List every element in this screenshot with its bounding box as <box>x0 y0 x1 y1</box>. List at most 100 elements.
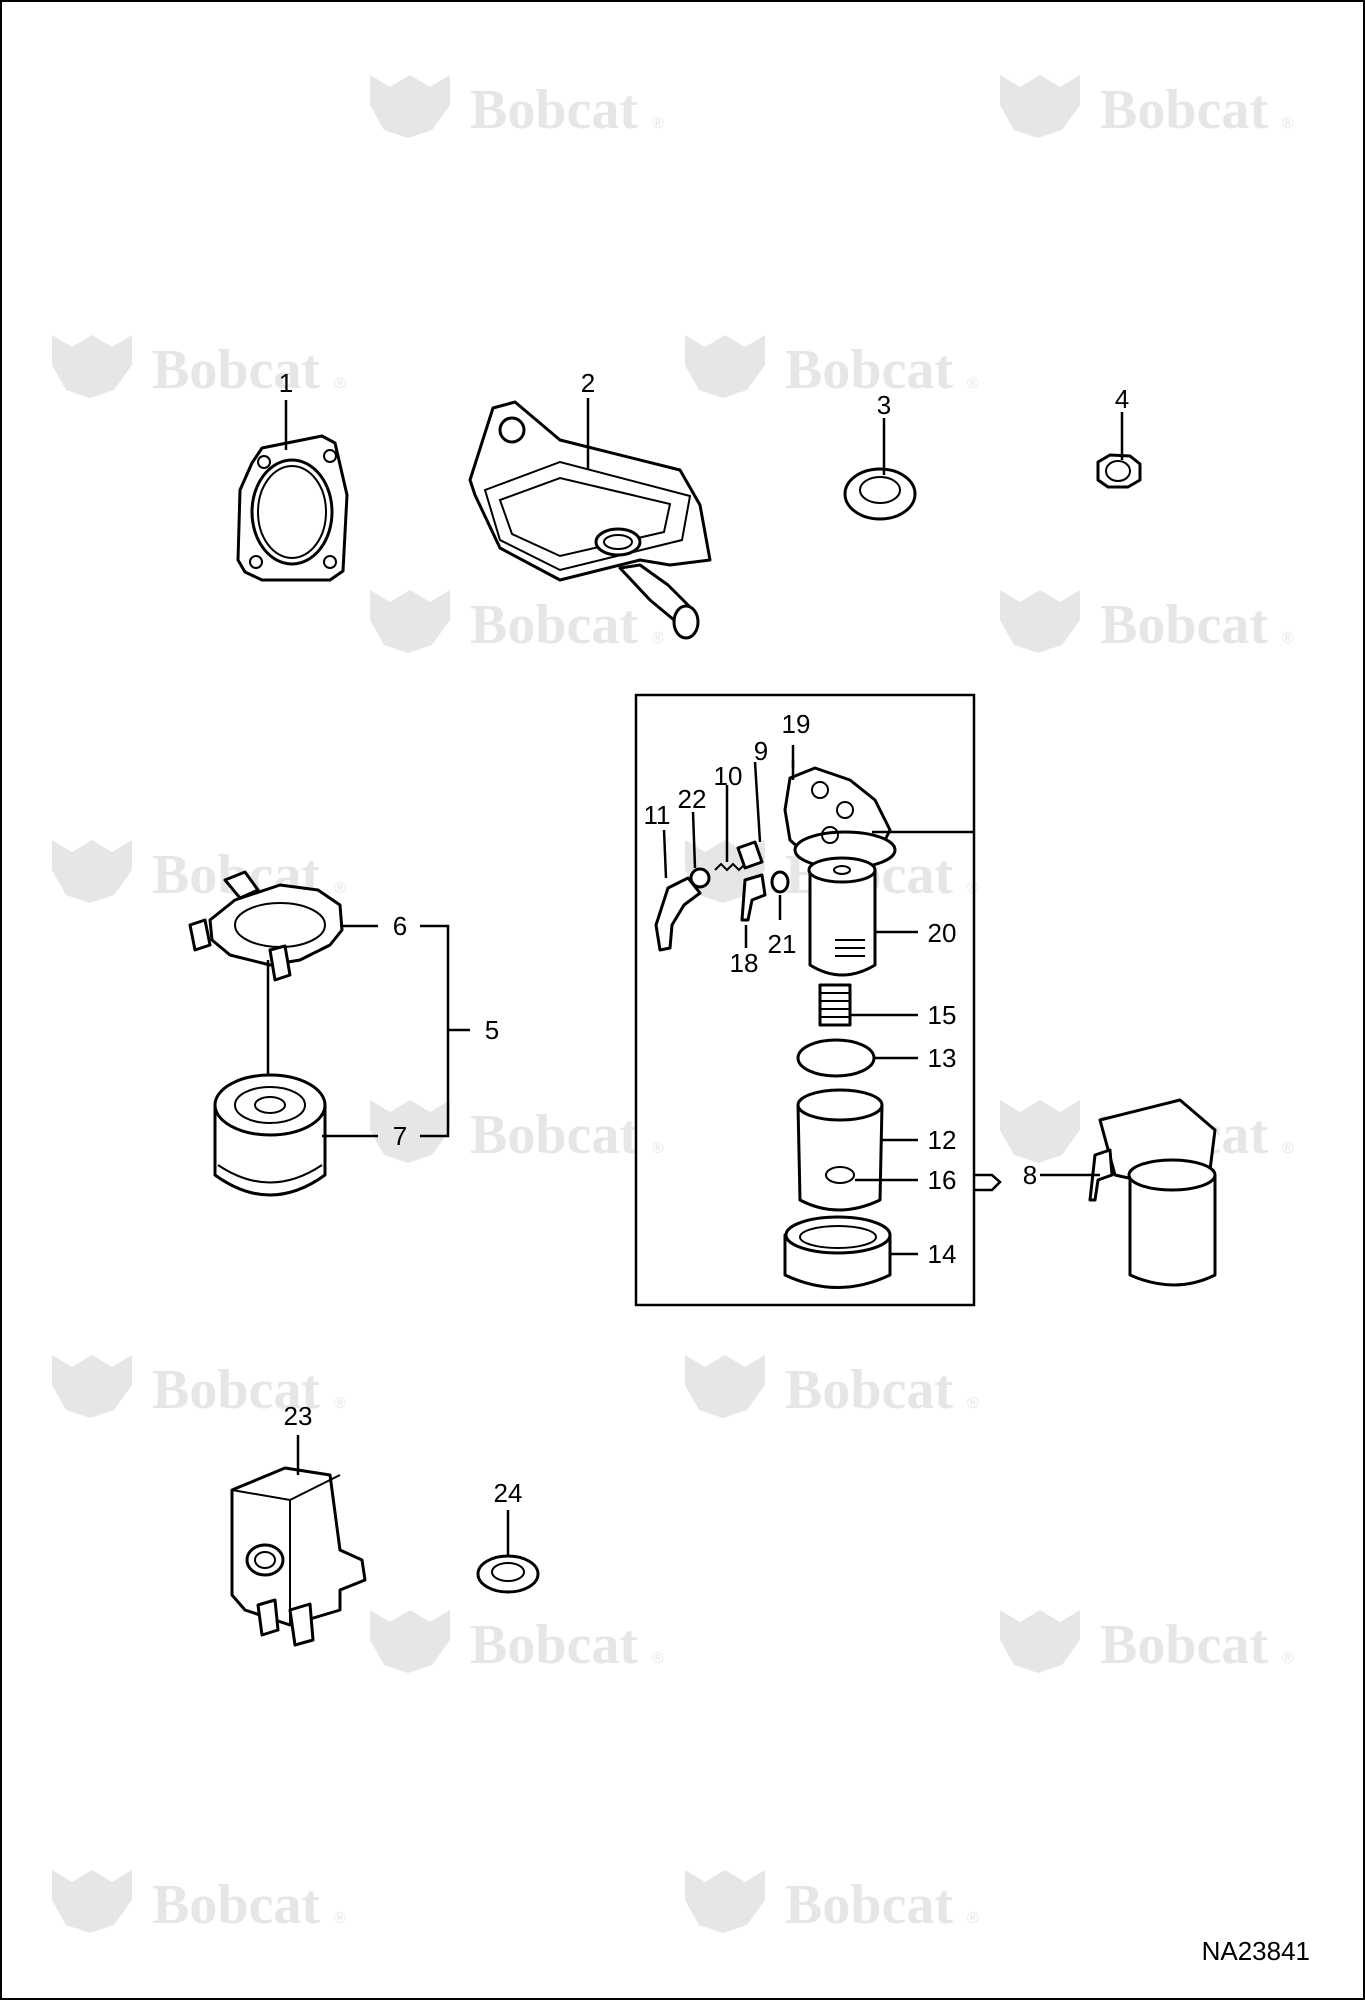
callout-3: 3 <box>877 390 891 420</box>
watermark-text: Bobcat <box>1100 79 1268 141</box>
watermark-registered-mark: ® <box>334 1910 346 1927</box>
watermark-registered-mark: ® <box>652 1140 664 1157</box>
watermark: Bobcat ® <box>1000 75 1294 141</box>
bobcat-logo-icon <box>1000 1100 1080 1163</box>
watermark-text: Bobcat <box>785 339 953 401</box>
leader-lines <box>284 398 1124 1555</box>
watermark-registered-mark: ® <box>1282 1140 1294 1157</box>
watermark-text: Bobcat <box>152 1359 320 1421</box>
part-oring-small <box>689 867 711 889</box>
callout-11: 11 <box>644 800 671 830</box>
watermark: Bobcat ® <box>685 335 979 401</box>
watermark-registered-mark: ® <box>1282 115 1294 132</box>
watermark: Bobcat ® <box>370 590 664 656</box>
watermark-text: Bobcat <box>785 1874 953 1936</box>
watermark: Bobcat ® <box>52 335 346 401</box>
bobcat-logo-icon <box>370 1610 450 1673</box>
drawing-reference-number: NA23841 <box>1202 1936 1310 1966</box>
watermark-text: Bobcat <box>152 339 320 401</box>
watermark: Bobcat ® <box>52 1870 346 1936</box>
watermark-registered-mark: ® <box>967 1910 979 1927</box>
watermark-registered-mark: ® <box>334 1395 346 1412</box>
part-plug <box>1096 453 1142 489</box>
watermark: Bobcat® <box>370 1100 664 1166</box>
part-washer <box>843 467 917 521</box>
watermark: Bobcat ® <box>1000 1610 1294 1676</box>
watermark-text: Bobcat <box>1100 1614 1268 1676</box>
bobcat-logo-icon <box>685 1870 765 1933</box>
callout-22: 22 <box>678 784 707 814</box>
part-valve-seat <box>736 840 764 870</box>
callout-15: 15 <box>928 1000 957 1030</box>
callout-labels: 1 2 3 4 5 6 7 8 9 10 11 12 13 14 15 16 1… <box>279 368 1129 1508</box>
callout-7: 7 <box>393 1121 407 1151</box>
watermark: Bobcat® <box>370 75 664 141</box>
watermark-registered-mark: ® <box>1282 630 1294 647</box>
part-washer-24 <box>476 1554 540 1594</box>
part-bowl <box>796 1088 884 1212</box>
callout-1: 1 <box>279 368 293 398</box>
callout-20: 20 <box>928 918 957 948</box>
part-oring-large <box>796 1038 876 1078</box>
bobcat-logo-icon <box>370 1100 450 1163</box>
watermark-text: Bobcat <box>1100 594 1268 656</box>
watermark-text: Bobcat <box>785 1359 953 1421</box>
part-gasket <box>236 434 349 582</box>
part-bolt <box>740 873 767 922</box>
callout-8: 8 <box>1023 1160 1037 1190</box>
watermark: Bobcat ® <box>52 1355 346 1421</box>
part-sediment-pan <box>468 400 712 640</box>
callout-13: 13 <box>928 1043 957 1073</box>
callout-9: 9 <box>754 736 768 766</box>
bobcat-logo-icon <box>370 75 450 138</box>
part-filter-head <box>188 870 344 1105</box>
watermark: Bobcat ® <box>685 1870 979 1936</box>
bobcat-logo-icon <box>685 335 765 398</box>
bobcat-logo-icon <box>1000 75 1080 138</box>
watermark-registered-mark: ® <box>334 880 346 897</box>
watermark-registered-mark: ® <box>652 1650 664 1667</box>
callout-2: 2 <box>581 368 595 398</box>
callout-18: 18 <box>730 948 759 978</box>
bobcat-logo-icon <box>1000 1610 1080 1673</box>
watermark-registered-mark: ® <box>967 375 979 392</box>
callout-5: 5 <box>485 1015 499 1045</box>
callout-14: 14 <box>928 1239 957 1269</box>
part-filter-cartridge <box>213 1073 327 1197</box>
callout-12: 12 <box>928 1125 957 1155</box>
bobcat-logo-icon <box>52 840 132 903</box>
bobcat-logo-icon <box>685 1355 765 1418</box>
exploded-view-box <box>634 693 976 1307</box>
callout-4: 4 <box>1115 384 1129 414</box>
part-filter-element <box>807 856 877 977</box>
callout-21: 21 <box>768 929 797 959</box>
bobcat-logo-icon <box>370 590 450 653</box>
callout-23: 23 <box>284 1401 313 1431</box>
watermark-text: Bobcat <box>470 79 638 141</box>
part-spring <box>818 983 852 1027</box>
callout-16: 16 <box>928 1165 957 1195</box>
watermark-text: Bobcat <box>470 1614 638 1676</box>
part-sensor-module <box>230 1466 367 1647</box>
part-ring-nut <box>783 1215 892 1289</box>
bobcat-logo-icon <box>52 1870 132 1933</box>
part-assembled-separator <box>1088 1098 1217 1287</box>
watermark-text: Bobcat <box>470 594 638 656</box>
part-washer-small <box>770 870 790 894</box>
watermark-text: Bobcat <box>152 1874 320 1936</box>
watermark: Bobcat ® <box>685 1355 979 1421</box>
bobcat-logo-icon <box>1000 590 1080 653</box>
callout-6: 6 <box>393 911 407 941</box>
watermark-registered-mark: ® <box>652 630 664 647</box>
watermark-registered-mark: ® <box>967 1395 979 1412</box>
part-spring-small <box>714 862 746 872</box>
callout-19: 19 <box>782 709 811 739</box>
part-lever <box>654 876 702 952</box>
watermark-registered-mark: ® <box>334 375 346 392</box>
callout-10: 10 <box>714 761 743 791</box>
callout-24: 24 <box>494 1478 523 1508</box>
watermark-registered-mark: ® <box>1282 1650 1294 1667</box>
part-valve-body <box>783 766 897 870</box>
